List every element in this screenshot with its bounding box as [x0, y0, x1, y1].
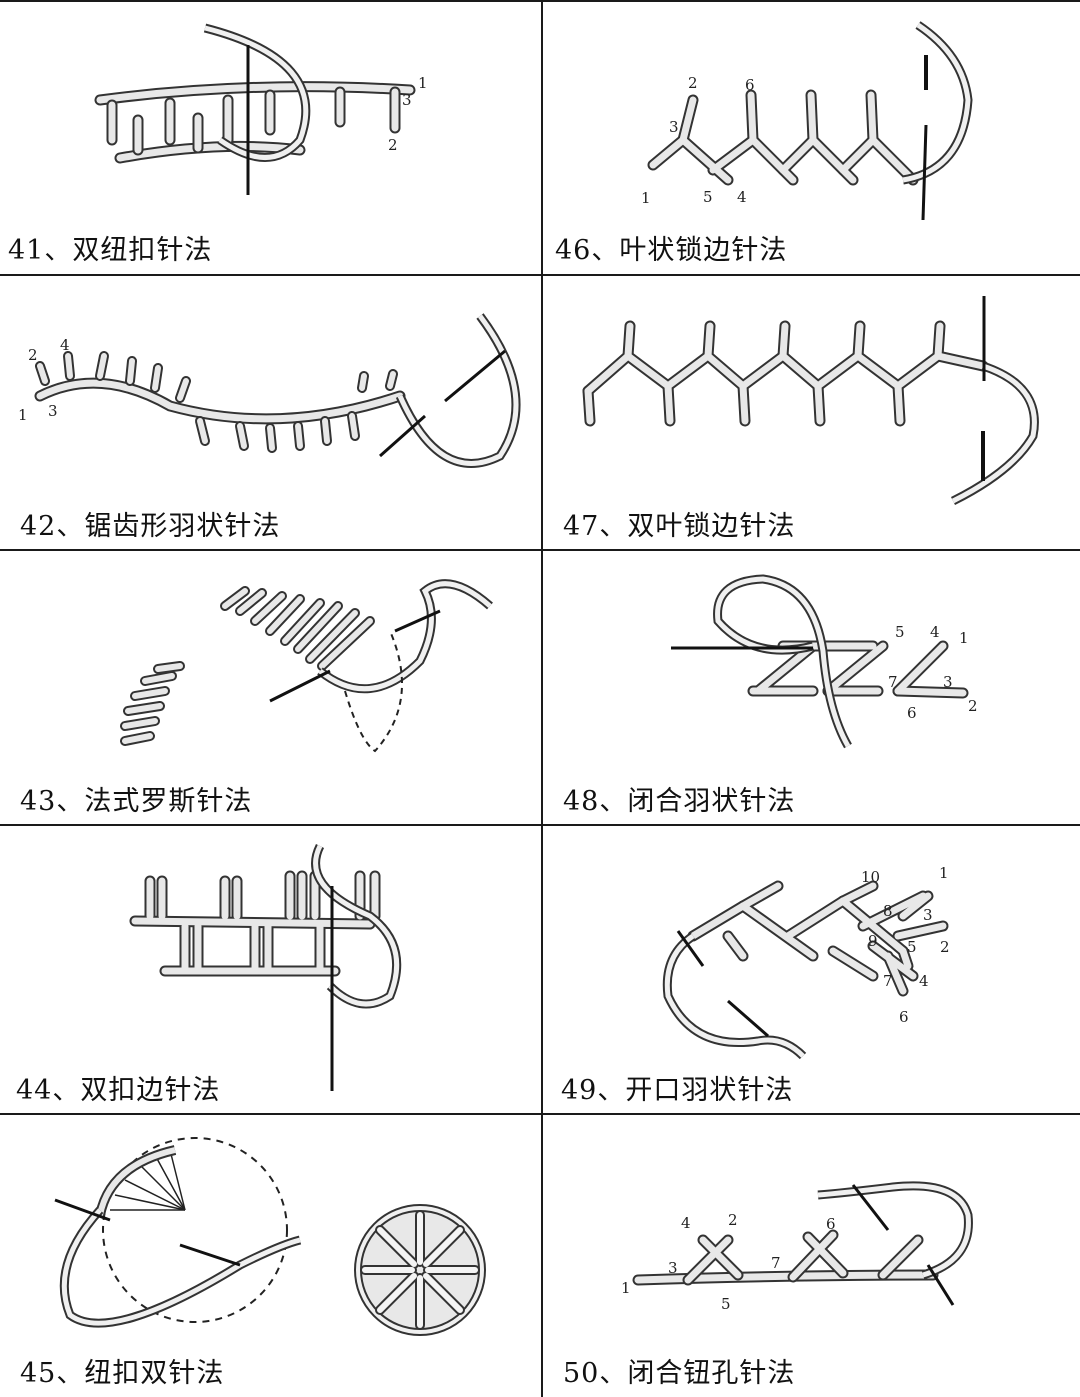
stitch-cell-42: 2 4 1 3 42、锯齿形羽状针法	[0, 276, 541, 549]
step-label: 9	[868, 932, 878, 950]
step-label: 2	[388, 136, 398, 154]
stitch-diagram-48: 5 4 1 7 3 6 2	[671, 574, 978, 749]
step-label: 2	[728, 1211, 738, 1229]
step-label: 3	[923, 906, 933, 924]
stitch-cell-50: 4 2 6 3 7 1 5 50、闭合钮孔针法	[543, 1115, 1080, 1397]
stitch-cell-45: 45、纽扣双针法	[0, 1115, 541, 1397]
stitch-cell-48: 5 4 1 7 3 6 2 48、闭合羽状针法	[543, 551, 1080, 824]
step-label: 7	[771, 1254, 781, 1272]
stitch-diagram-43	[120, 579, 493, 753]
step-label: 6	[826, 1215, 836, 1233]
stitch-diagram-44	[129, 843, 402, 1091]
step-label: 3	[48, 402, 58, 420]
step-label: 3	[668, 1259, 678, 1277]
stitch-diagram-42: 2 4 1 3	[18, 313, 521, 468]
step-label: 3	[943, 673, 953, 691]
stitch-diagram-45	[54, 1137, 486, 1336]
step-label: 5	[703, 188, 713, 206]
grid-divider	[0, 549, 1080, 551]
step-label: 2	[940, 938, 950, 956]
stitch-cell-46: 2 6 3 1 5 4 46、叶状锁边针法	[543, 0, 1080, 274]
stitch-diagram-47	[582, 296, 1039, 506]
stitch-cell-49: 10 1 8 3 9 5 2 7 4 6 49、开口羽状针法	[543, 826, 1080, 1113]
stitch-caption: 43、法式罗斯针法	[20, 786, 253, 817]
step-label: 4	[930, 623, 940, 641]
step-label: 1	[418, 74, 428, 92]
grid-divider	[541, 0, 543, 1397]
stitch-caption: 42、锯齿形羽状针法	[20, 511, 281, 542]
step-label: 5	[895, 623, 905, 641]
stitch-cell-47: 47、双叶锁边针法	[543, 276, 1080, 549]
stitch-caption: 49、开口羽状针法	[561, 1075, 794, 1106]
stitch-caption: 46、叶状锁边针法	[555, 235, 788, 266]
step-label: 1	[621, 1279, 631, 1297]
stitch-diagram-41: 1 3 2	[94, 23, 428, 195]
step-label: 1	[18, 406, 28, 424]
stitch-cell-44: 44、双扣边针法	[0, 826, 541, 1113]
step-label: 4	[60, 336, 70, 354]
stitch-diagram-46: 2 6 3 1 5 4	[641, 21, 973, 221]
step-label: 1	[939, 864, 949, 882]
stitch-caption: 50、闭合钮孔针法	[563, 1358, 796, 1389]
grid-divider	[0, 274, 1080, 276]
step-label: 1	[641, 189, 651, 207]
step-label: 7	[883, 972, 893, 990]
stitch-caption: 45、纽扣双针法	[20, 1358, 225, 1389]
grid-divider	[0, 0, 1080, 2]
step-label: 3	[669, 118, 679, 136]
step-label: 10	[861, 868, 880, 886]
step-label: 6	[899, 1008, 909, 1026]
step-label: 5	[907, 938, 917, 956]
step-label: 4	[737, 188, 747, 206]
step-label: 4	[681, 1214, 691, 1232]
step-label: 2	[28, 346, 38, 364]
grid-divider	[0, 824, 1080, 826]
stitch-caption: 47、双叶锁边针法	[563, 511, 796, 542]
step-label: 8	[883, 902, 893, 920]
stitch-caption: 48、闭合羽状针法	[563, 786, 796, 817]
step-label: 5	[721, 1295, 731, 1313]
step-label: 3	[402, 91, 412, 109]
stitch-diagram-49: 10 1 8 3 9 5 2 7 4 6	[662, 864, 950, 1060]
stitch-cell-41: 1 3 2 41、双纽扣针法	[0, 0, 541, 274]
stitch-caption: 41、双纽扣针法	[8, 235, 213, 266]
step-label: 6	[907, 704, 917, 722]
step-label: 2	[968, 697, 978, 715]
stitch-caption: 44、双扣边针法	[16, 1075, 221, 1106]
step-label: 1	[959, 629, 969, 647]
step-label: 7	[888, 673, 898, 691]
step-label: 2	[688, 74, 698, 92]
stitch-diagram-50: 4 2 6 3 7 1 5	[621, 1181, 973, 1313]
stitch-cell-43: 43、法式罗斯针法	[0, 551, 541, 824]
step-label: 4	[919, 972, 929, 990]
step-label: 6	[745, 76, 755, 94]
grid-divider	[0, 1113, 1080, 1115]
